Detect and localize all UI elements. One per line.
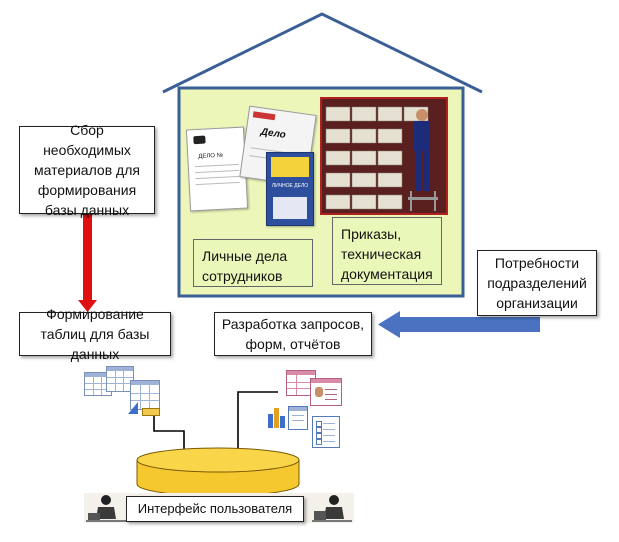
- design-triangle-icon: [128, 402, 138, 414]
- box-form-tables: Формирование таблиц для базы данных: [19, 306, 171, 362]
- doc-sheet-delo-no: ДЕЛО №: [185, 126, 249, 212]
- archive-photo: [320, 97, 448, 215]
- folder-label: [252, 111, 276, 121]
- connector-left: [153, 415, 185, 453]
- box-queries-forms-reports: Разработка запросов, форм, отчётов: [214, 312, 372, 356]
- phone-icon: [193, 135, 206, 145]
- lichnoe-banner: [271, 157, 309, 177]
- doc-lichnoe-delo: ЛИЧНОЕ ДЕЛО: [266, 152, 314, 226]
- design-ruler-icon: [142, 408, 160, 416]
- red-arrow-shaft: [83, 214, 92, 302]
- box-user-interface: Интерфейс пользователя: [126, 496, 304, 522]
- user-at-computer-right-icon: [312, 495, 352, 522]
- label-orders: Приказы, техническая документация: [332, 217, 442, 285]
- table-icons-group: [84, 366, 164, 420]
- blue-arrow-shaft: [398, 317, 540, 332]
- box-department-needs: Потребности подразделений организации: [477, 250, 597, 316]
- red-arrow-head: [78, 300, 97, 312]
- connector-right: [237, 391, 278, 449]
- label-personal-files: Личные дела сотрудников: [193, 239, 313, 287]
- table-icon-2: [106, 366, 134, 392]
- chart-icon: [266, 404, 290, 428]
- checklist-icon: [312, 416, 340, 448]
- house-roof: [162, 12, 483, 94]
- form-icon: [310, 378, 342, 406]
- worker-figure: [408, 109, 438, 211]
- folder-title: Дело: [260, 126, 287, 141]
- box-collect-materials: Сбор необходимых материалов для формиров…: [19, 122, 155, 218]
- blue-arrow-head: [378, 311, 400, 338]
- report-icon: [288, 406, 308, 430]
- database-cylinder: [136, 447, 300, 497]
- doc-title: ДЕЛО №: [198, 152, 224, 160]
- lichnoe-title: ЛИЧНОЕ ДЕЛО: [271, 183, 309, 189]
- documents-illustration: ДЕЛО № Дело ЛИЧНОЕ ДЕЛО: [185, 105, 318, 233]
- archive-shelves: [322, 99, 446, 213]
- report-icons-group: [266, 366, 346, 448]
- user-at-computer-left-icon: [86, 495, 126, 522]
